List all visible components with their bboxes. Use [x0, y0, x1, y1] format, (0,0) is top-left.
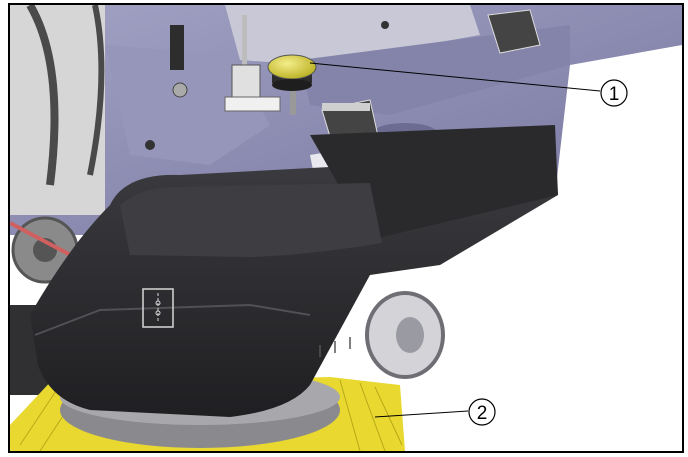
- rear-wheel: [365, 291, 445, 379]
- illustration: 1 2: [10, 5, 682, 451]
- brush-cover: [30, 125, 558, 417]
- callout-2: 2: [468, 398, 496, 426]
- drive-belt: [10, 5, 105, 395]
- callout-1: 1: [600, 79, 628, 107]
- linkage: [170, 15, 296, 115]
- callout-2-label: 2: [477, 403, 488, 424]
- filter-knob: [267, 54, 317, 91]
- cable: [10, 221, 81, 262]
- callout-1-leader: [309, 62, 601, 92]
- diagram-figure: 1 2: [8, 3, 684, 453]
- cover-symbol-icon: [142, 288, 174, 328]
- callout-2-leader: [374, 410, 469, 418]
- callout-1-label: 1: [609, 84, 620, 105]
